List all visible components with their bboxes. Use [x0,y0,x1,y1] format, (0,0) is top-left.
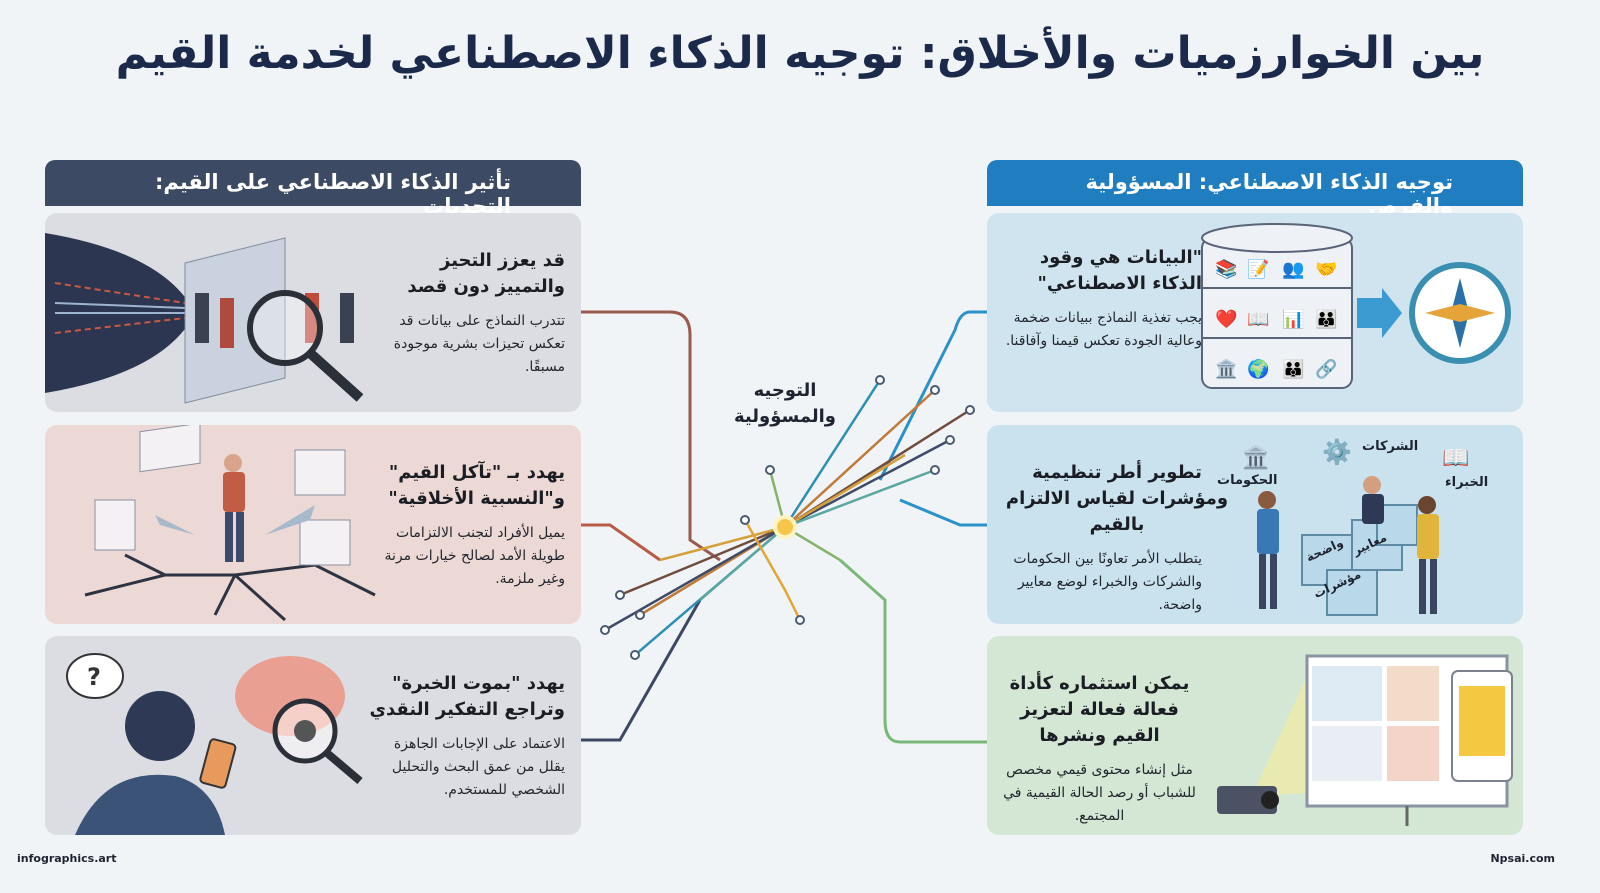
card-heading: يهدد "بموت الخبرة" وتراجع التفكير النقدي [369,673,566,720]
card-body: تتدرب النماذج على بيانات قد تعكس تحيزات … [393,313,565,375]
svg-text:👪: 👪 [1315,308,1337,330]
projector-screen-illustration [1217,654,1513,826]
card-heading: تطوير أطر تنظيمية ومؤشرات لقياس الالتزام… [1005,462,1229,535]
circuit-hub-icon [773,515,797,539]
label-companies: الشركات [1362,439,1419,454]
right-column-header: توجيه الذكاء الاصطناعي: المسؤولية والفرص [987,160,1523,218]
card-heading: يمكن استثماره كأداة فعالة فعالة لتعزيز ا… [1009,673,1190,746]
card-body: يتطلب الأمر تعاونًا بين الحكومات والشركا… [1013,551,1202,613]
cracked-ground-illustration [84,425,376,622]
connector-line-2 [580,523,661,562]
svg-text:📚: 📚 [1215,259,1237,280]
card-bias: قد يعزز التحيز والتمييز دون قصد تتدرب ال… [45,213,581,412]
label-experts: الخبراء [1445,475,1489,490]
connector-line-6 [839,558,987,744]
card-heading: قد يعزز التحيز والتمييز دون قصد [407,250,565,297]
svg-text:👪: 👪 [1282,358,1304,380]
svg-text:🏛️: 🏛️ [1215,358,1237,380]
svg-text:🤝: 🤝 [1315,259,1337,280]
collaboration-illustration: 🏛️ ⚙️ 📖 [1242,438,1469,616]
svg-text:🌍: 🌍 [1247,358,1269,380]
card-body: يجب تغذية النماذج ببيانات ضخمة وعالية ال… [1005,310,1202,349]
card-regulation: تطوير أطر تنظيمية ومؤشرات لقياس الالتزام… [987,425,1523,624]
page-title: بين الخوارزميات والأخلاق: توجيه الذكاء ا… [115,28,1485,79]
card-value-erosion: يهدد بـ "تآكل القيم" و"النسبية الأخلاقية… [45,425,581,624]
connector-line-4 [878,310,987,481]
card-body: الاعتماد على الإجابات الجاهزة يقلل من عم… [391,736,565,798]
left-column-header: تأثير الذكاء الاصطناعي على القيم: التحدي… [45,160,581,218]
card-critical-thinking: ? يهدد "بموت الخبرة" وتراجع التفكير النق… [45,636,581,835]
card-heading: "البيانات هي وقود الذكاء الاصطناعي" [1037,247,1202,294]
connector-line-1 [580,310,721,562]
footer-right: Npsai.com [1490,852,1555,865]
connector-line-5 [899,498,987,527]
connector-line-3 [580,599,702,742]
center-label: التوجيه والمسؤولية [734,380,836,427]
card-promote-values: يمكن استثماره كأداة فعالة فعالة لتعزيز ا… [987,636,1523,835]
svg-text:👥: 👥 [1282,259,1304,280]
svg-text:?: ? [87,663,101,691]
svg-text:📊: 📊 [1282,308,1304,330]
database-compass-illustration: 📚 📝 👥 🤝 ❤️ 📖 📊 👪 🏛️ 🌍 👪 🔗 [1201,223,1511,389]
svg-text:📝: 📝 [1247,258,1269,280]
svg-text:🔗: 🔗 [1315,358,1337,380]
card-body: مثل إنشاء محتوى قيمي مخصص للشباب أو رصد … [1003,762,1196,824]
gear-icon: ⚙️ [1322,438,1352,466]
label-governments: الحكومات [1217,473,1278,488]
svg-text:📖: 📖 [1247,309,1269,330]
bias-magnifier-illustration [45,233,364,404]
government-icon: 🏛️ [1242,445,1269,471]
footer-left: infographics.art [17,852,117,865]
brain-phone-illustration: ? [66,653,363,835]
card-heading: يهدد بـ "تآكل القيم" و"النسبية الأخلاقية… [388,462,565,509]
card-body: يميل الأفراد لتجنب الالتزامات طويلة الأم… [384,525,565,587]
svg-text:❤️: ❤️ [1215,309,1238,330]
book-icon: 📖 [1442,446,1469,471]
card-data-fuel: "البيانات هي وقود الذكاء الاصطناعي" يجب … [987,213,1523,412]
